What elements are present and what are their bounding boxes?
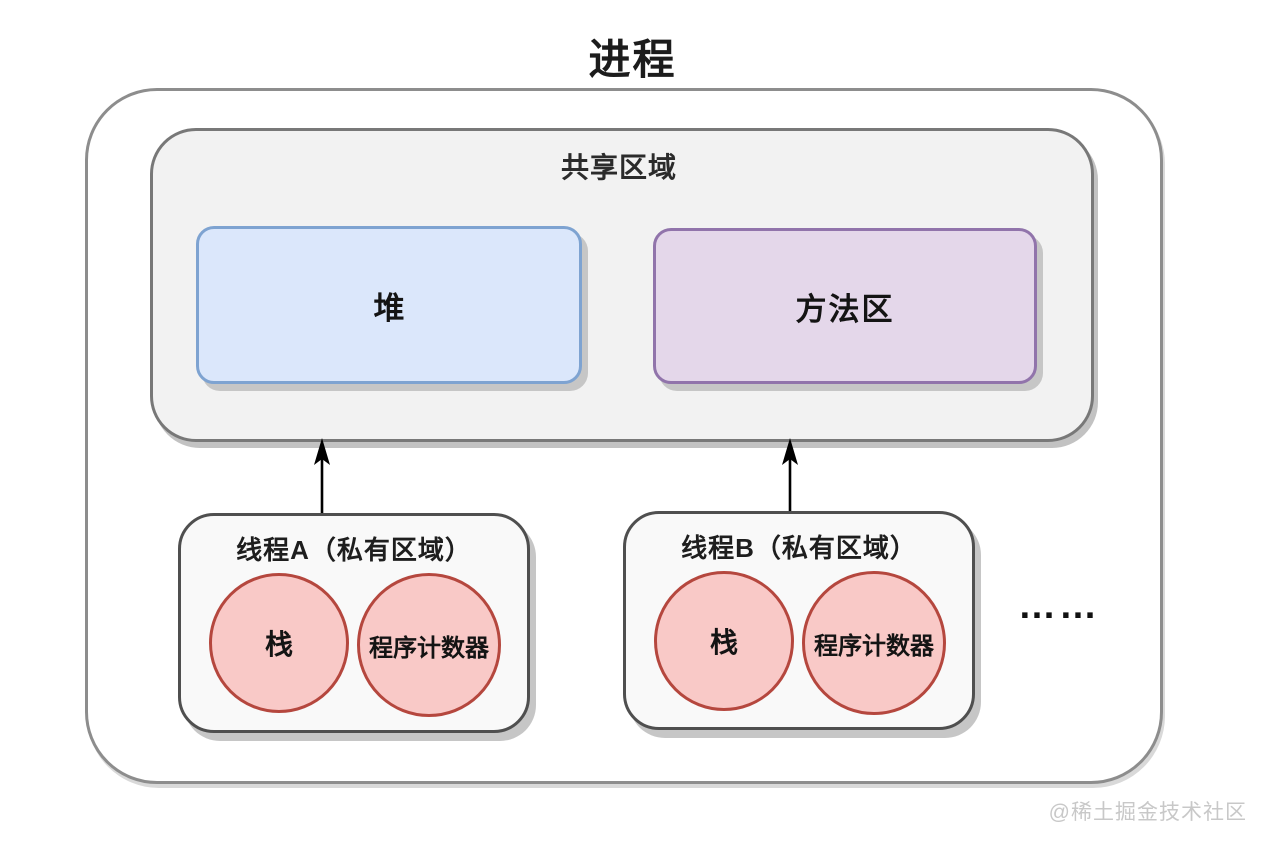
thread-b-box: 线程B（私有区域） 栈 程序计数器 xyxy=(623,511,975,730)
arrow-up-thread-a xyxy=(314,438,330,516)
thread-b-program-counter-label: 程序计数器 xyxy=(814,632,934,660)
thread-a-stack-label: 栈 xyxy=(264,629,293,660)
thread-a-box: 线程A（私有区域） 栈 程序计数器 xyxy=(178,513,530,733)
thread-b-stack-circle: 栈 xyxy=(654,571,794,711)
heap-label: 堆 xyxy=(373,290,405,326)
watermark-text: @稀土掘金技术社区 xyxy=(1048,801,1247,824)
thread-a-stack-circle: 栈 xyxy=(209,573,349,713)
method-area-label: 方法区 xyxy=(795,291,895,327)
process-title: 进程 xyxy=(588,36,677,83)
thread-a-program-counter-circle: 程序计数器 xyxy=(357,573,501,717)
thread-a-label: 线程A（私有区域） xyxy=(236,535,472,565)
thread-b-stack-label: 栈 xyxy=(709,627,738,658)
more-threads-ellipsis: …… xyxy=(1018,585,1100,627)
thread-b-program-counter-circle: 程序计数器 xyxy=(802,571,946,715)
arrow-up-thread-b xyxy=(782,438,798,516)
shared-area-label: 共享区域 xyxy=(560,152,677,183)
thread-a-program-counter-label: 程序计数器 xyxy=(369,634,489,662)
method-area-box: 方法区 xyxy=(653,228,1037,384)
thread-b-label: 线程B（私有区域） xyxy=(681,533,917,563)
heap-box: 堆 xyxy=(196,226,582,384)
